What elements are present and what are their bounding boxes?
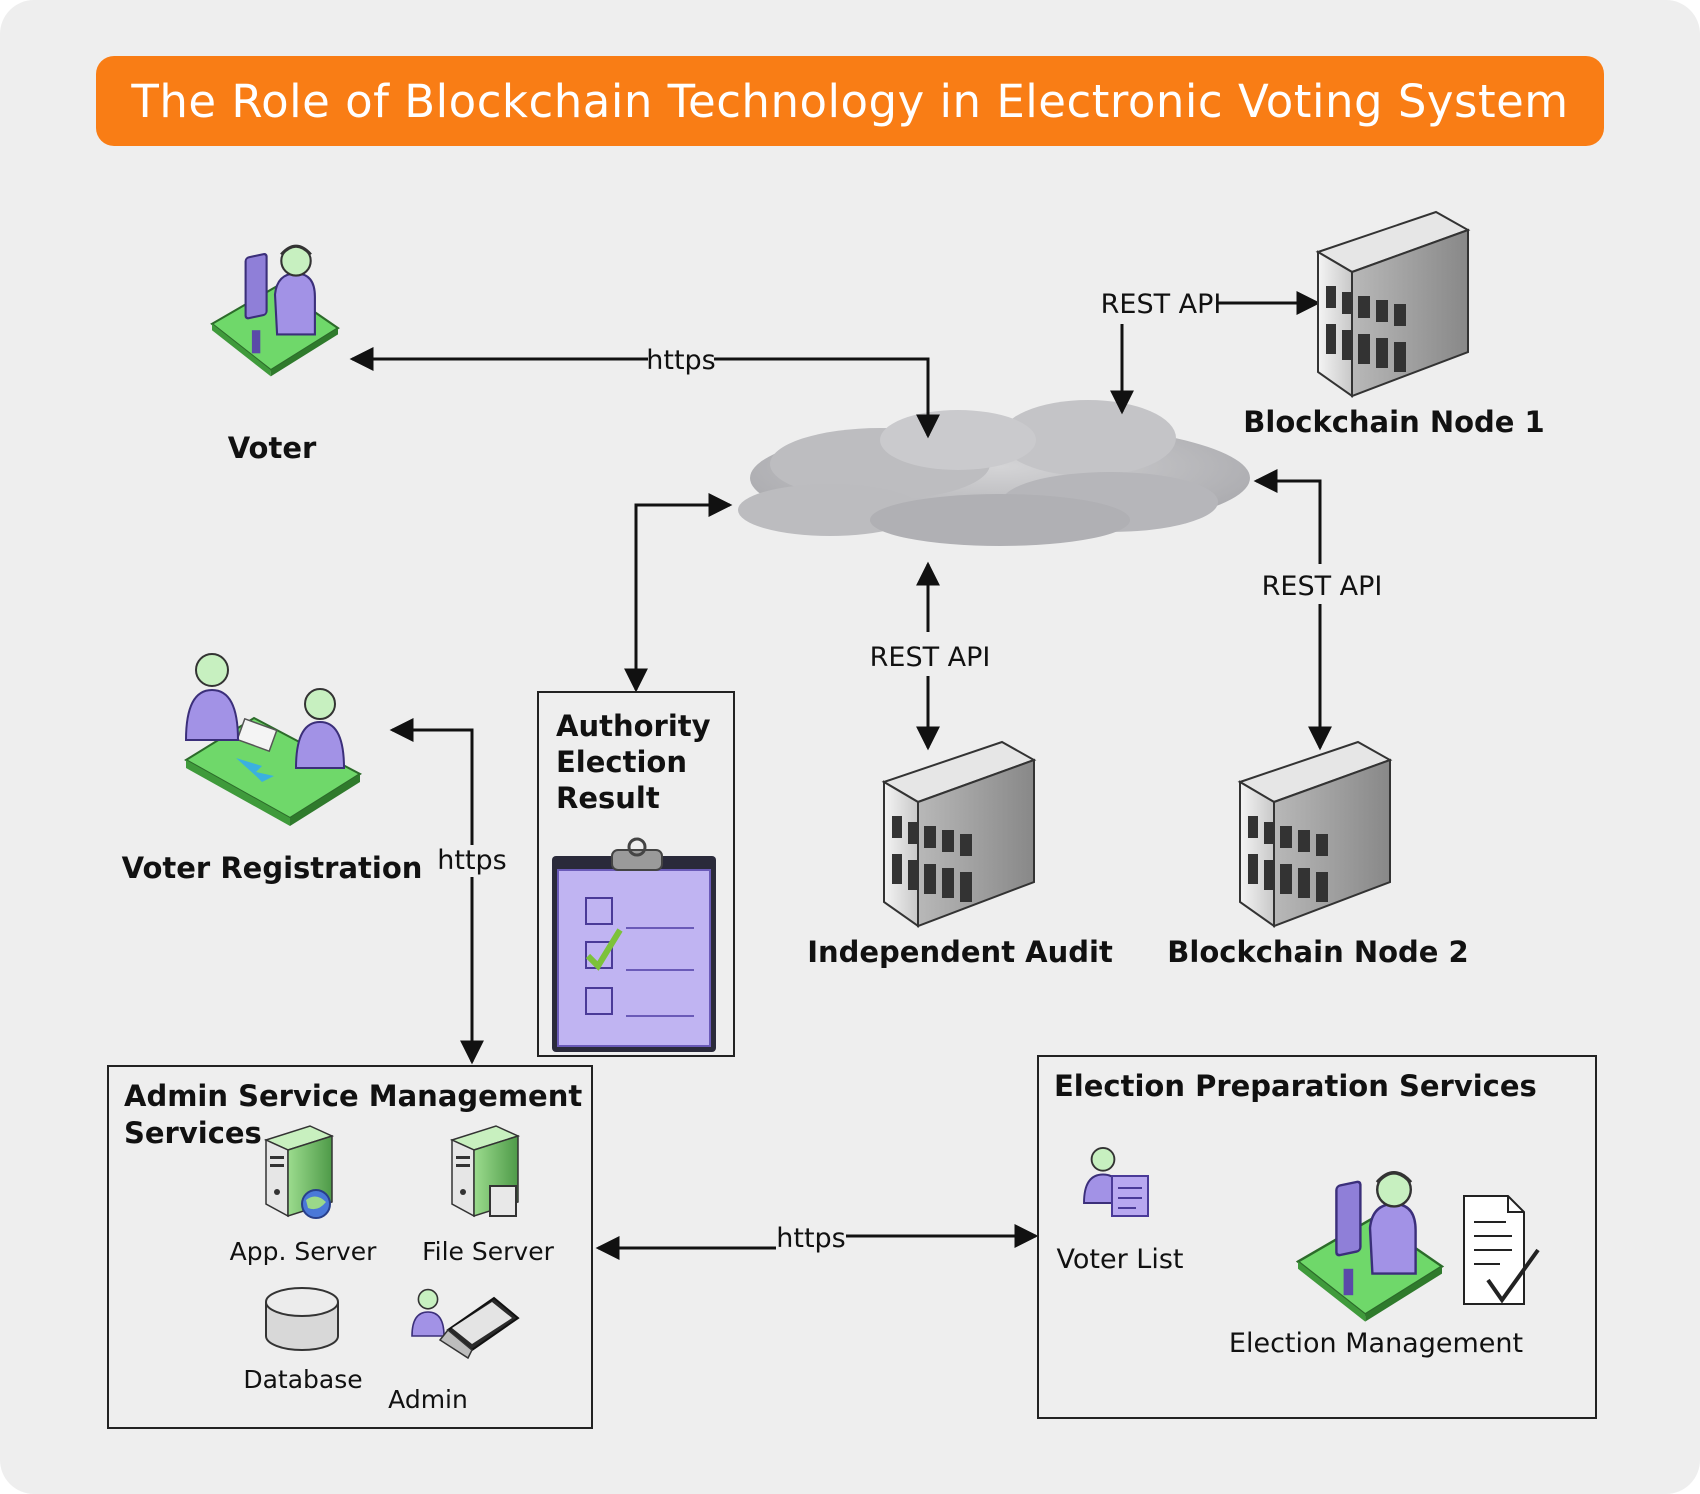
authority-result-line-1: Authority <box>556 709 711 743</box>
voter-node: Voter <box>210 244 340 465</box>
blockchain-node-2: Blockchain Node 2 <box>1167 741 1469 969</box>
voter-list-label: Voter List <box>1057 1244 1184 1275</box>
edge-label-node2-rest: REST API <box>1262 571 1383 602</box>
voter-icon <box>210 244 340 378</box>
authority-election-result-box: Authority Election Result <box>537 691 735 1057</box>
file-server-icon <box>451 1125 519 1217</box>
edge-registration-admin: https <box>389 718 507 1065</box>
independent-audit-server-icon <box>883 741 1035 927</box>
blockchain-node-2-server-icon <box>1239 741 1391 927</box>
blockchain-node-1-server-icon <box>1317 211 1469 397</box>
edge-label-voter-https: https <box>646 345 716 376</box>
clipboard-checklist-icon <box>552 837 716 1052</box>
admin-icon <box>411 1288 520 1360</box>
voter-registration-label: Voter Registration <box>122 851 423 885</box>
election-management-icon <box>1296 1171 1444 1324</box>
authority-result-line-2: Election <box>556 745 687 779</box>
file-server-label: File Server <box>422 1237 554 1266</box>
edge-audit-cloud: REST API <box>870 561 991 751</box>
network-cloud-icon <box>738 400 1250 546</box>
election-prep-title: Election Preparation Services <box>1054 1069 1537 1103</box>
edge-label-node1-rest: REST API <box>1101 289 1222 320</box>
app-server-icon <box>265 1125 333 1219</box>
admin-services-title-line-1: Admin Service Management <box>124 1079 582 1113</box>
authority-result-line-3: Result <box>556 781 660 815</box>
document-check-icon <box>1463 1195 1540 1305</box>
independent-audit-label: Independent Audit <box>807 935 1113 969</box>
admin-services-title-line-2: Services <box>124 1116 262 1150</box>
voter-list-icon <box>1083 1146 1149 1217</box>
election-preparation-box: Election Preparation Services Voter List <box>1037 1055 1597 1419</box>
blockchain-node-1-label: Blockchain Node 1 <box>1243 405 1544 439</box>
voter-label: Voter <box>228 431 317 465</box>
page-title: The Role of Blockchain Technology in Ele… <box>131 74 1569 128</box>
voter-registration-node: Voter Registration <box>122 653 423 885</box>
election-management-label: Election Management <box>1229 1328 1523 1359</box>
admin-label: Admin <box>388 1385 468 1414</box>
edge-label-registration-https: https <box>437 845 507 876</box>
edge-node1-cloud: REST API <box>1101 289 1321 415</box>
title-banner: The Role of Blockchain Technology in Ele… <box>96 56 1604 146</box>
edge-admin-prep: https <box>595 1223 1039 1260</box>
app-server-label: App. Server <box>230 1237 377 1266</box>
edge-node2-cloud: REST API <box>1253 469 1383 751</box>
edge-result-cloud <box>624 493 733 693</box>
edge-label-admin-https: https <box>776 1223 846 1254</box>
edge-label-audit-rest: REST API <box>870 642 991 673</box>
admin-service-management-box: Admin Service Management Services App. S… <box>107 1065 593 1429</box>
independent-audit-node: Independent Audit <box>807 741 1113 969</box>
database-label: Database <box>243 1365 362 1394</box>
database-icon <box>265 1287 339 1351</box>
blockchain-node-2-label: Blockchain Node 2 <box>1167 935 1468 969</box>
voter-registration-icon <box>184 653 362 826</box>
blockchain-node-1: Blockchain Node 1 <box>1243 211 1545 439</box>
edge-voter-cloud: https <box>349 345 940 439</box>
